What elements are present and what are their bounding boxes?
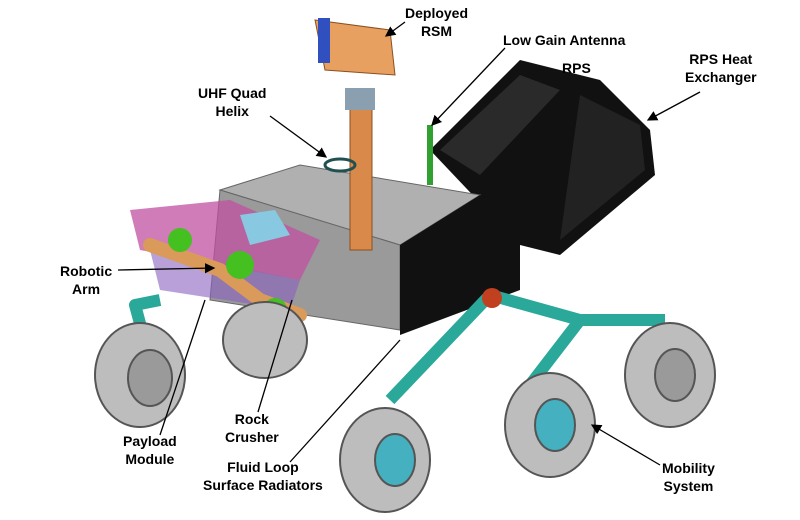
label-line: Payload [123,433,177,449]
label-line: RSM [420,23,453,39]
label-low-gain-antenna: Low Gain Antenna [503,31,625,49]
label-line: System [663,478,714,494]
label-line: Robotic [60,263,113,279]
label-line: Surface Radiators [203,477,323,493]
label-line: RPS Heat [689,51,753,67]
label-line: Deployed [405,5,469,21]
label-line: Arm [72,281,101,297]
wheels [94,301,716,513]
leader-lines [117,21,701,466]
label-rps: RPS [562,59,591,77]
label-line: Helix [215,103,249,119]
label-line: Module [125,451,175,467]
label-line: Fluid Loop [227,459,299,475]
label-line: Exchanger [685,69,757,85]
label-line: Low Gain Antenna [503,32,626,48]
rsm-mast [314,18,433,251]
label-line: UHF Quad [198,85,267,101]
label-line: Rock [234,411,269,427]
label-line: RPS [562,60,591,76]
uhf-antenna [323,157,357,173]
label-line: Mobility [662,460,715,476]
rover-body [130,164,520,335]
label-line: Crusher [225,429,279,445]
